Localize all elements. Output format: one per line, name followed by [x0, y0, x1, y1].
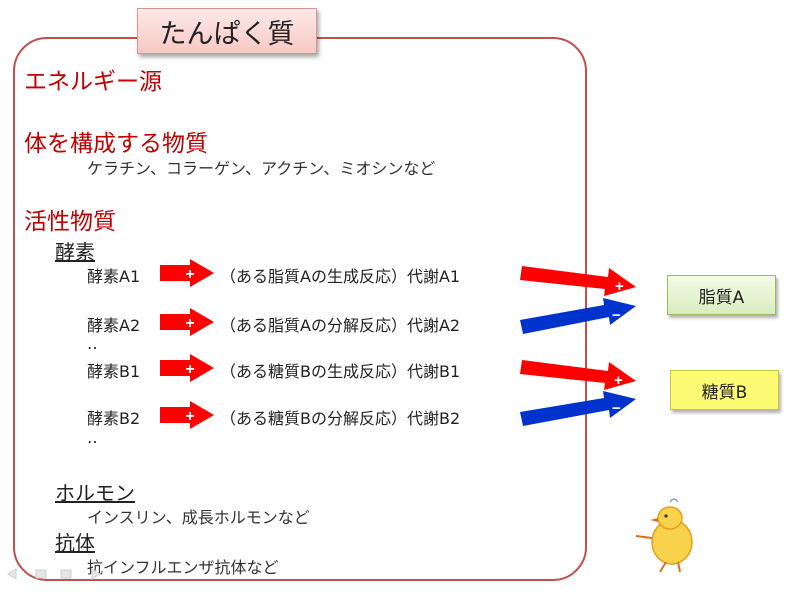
antibody-examples: 抗インフルエンザ抗体など	[87, 558, 279, 577]
enzyme-a2-name: 酵素A2	[87, 316, 141, 335]
ellipsis-2: ‥	[87, 428, 98, 447]
hormone-examples: インスリン、成長ホルモンなど	[87, 508, 310, 527]
menu-icon	[60, 569, 72, 579]
enzyme-a1-arrow: +	[160, 259, 214, 287]
structure-examples: ケラチン、コラーゲン、アクチン、ミオシンなど	[87, 159, 436, 178]
plus-sign: +	[185, 361, 194, 378]
content-frame	[13, 37, 587, 581]
metabolism-a2-arrow: −	[520, 298, 636, 334]
minus-sign: −	[612, 307, 621, 324]
active-heading: 活性物質	[24, 209, 116, 235]
slide-nav[interactable]	[6, 566, 106, 585]
minus-sign: −	[612, 400, 621, 417]
enzyme-a2-reaction: （ある脂質Aの分解反応）代謝A2	[220, 316, 461, 335]
ellipsis-1: ‥	[87, 334, 98, 353]
prev-icon	[7, 568, 17, 580]
enzyme-a1-name: 酵素A1	[87, 267, 141, 286]
antibody-heading: 抗体	[55, 531, 95, 555]
hormone-heading: ホルモン	[55, 481, 135, 505]
enzyme-a1-reaction: （ある脂質Aの生成反応）代謝A1	[220, 267, 461, 286]
enzyme-b1-reaction: （ある糖質Bの生成反応）代謝B1	[220, 362, 461, 381]
plus-sign: +	[185, 408, 194, 425]
plus-sign: +	[614, 372, 623, 389]
next-icon	[91, 568, 101, 580]
enzyme-b2-arrow: +	[160, 401, 214, 429]
enzyme-a2-arrow: +	[160, 308, 214, 336]
lipid-a-box: 脂質A	[667, 275, 776, 315]
metabolism-b2-arrow: −	[520, 391, 636, 426]
sugar-b-box: 糖質B	[670, 370, 779, 410]
enzyme-b2-name: 酵素B2	[87, 409, 141, 428]
plus-sign: +	[615, 278, 624, 295]
chick-illustration	[635, 498, 693, 573]
enzyme-b2-reaction: （ある糖質Bの分解反応）代謝B2	[220, 409, 461, 428]
energy-heading: エネルギー源	[24, 69, 162, 95]
enzyme-heading: 酵素	[55, 240, 95, 264]
plus-sign: +	[185, 266, 194, 283]
enzyme-b1-name: 酵素B1	[87, 362, 141, 381]
enzyme-b1-arrow: +	[160, 354, 214, 382]
metabolism-a1-arrow: +	[520, 266, 636, 296]
structure-heading: 体を構成する物質	[24, 131, 208, 157]
metabolism-b1-arrow: +	[520, 360, 636, 390]
slide-title: たんぱく質	[137, 8, 317, 54]
pen-icon	[35, 569, 47, 579]
plus-sign: +	[185, 315, 194, 332]
